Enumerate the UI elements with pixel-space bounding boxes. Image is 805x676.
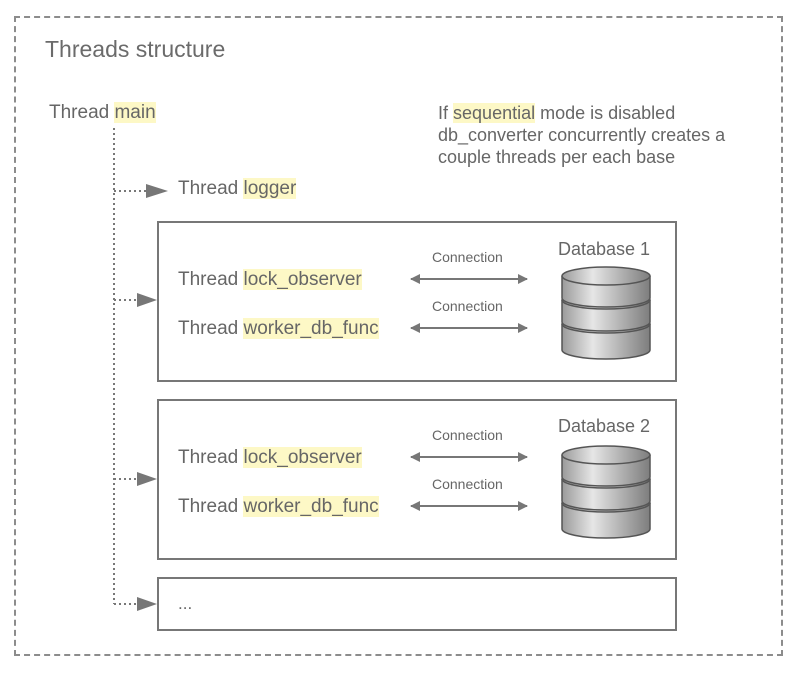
note-line-1: If sequential mode is disabled — [438, 102, 725, 124]
note-line-3: couple threads per each base — [438, 147, 676, 167]
thread-prefix: Thread — [178, 496, 239, 517]
thread-name-worker-db-func: worker_db_func — [243, 318, 379, 339]
thread-name-logger: logger — [243, 178, 297, 199]
thread-worker-db-func-2: Thread worker_db_func — [178, 496, 379, 518]
connection-arrows — [410, 274, 528, 511]
more-groups-box — [157, 577, 677, 631]
threads-structure-frame — [14, 16, 783, 656]
connection-label: Connection — [432, 476, 503, 492]
thread-logger-label: Thread logger — [178, 178, 297, 200]
thread-main-label: Thread main — [49, 102, 156, 124]
connection-label: Connection — [432, 427, 503, 443]
note-prefix: If — [438, 103, 449, 123]
thread-prefix: Thread — [49, 102, 110, 123]
note-suffix: mode is disabled — [540, 103, 676, 123]
database-1-icon — [561, 266, 651, 360]
note-highlight-sequential: sequential — [453, 103, 536, 123]
thread-lock-observer-2: Thread lock_observer — [178, 447, 362, 469]
connection-label: Connection — [432, 249, 503, 265]
database-1-title: Database 1 — [558, 239, 651, 259]
thread-name-lock-observer: lock_observer — [243, 447, 362, 468]
spawn-arrows — [114, 190, 146, 605]
note-line-2: db_converter concurrently creates a — [438, 125, 726, 145]
thread-prefix: Thread — [178, 178, 239, 199]
thread-name-lock-observer: lock_observer — [243, 269, 362, 290]
sequential-mode-note: If sequential mode is disabled db_conver… — [438, 102, 725, 168]
more-ellipsis: ... — [178, 594, 193, 613]
spawn-arrowheads — [137, 184, 168, 611]
thread-lock-observer-1: Thread lock_observer — [178, 269, 362, 291]
thread-prefix: Thread — [178, 318, 239, 339]
thread-worker-db-func-1: Thread worker_db_func — [178, 318, 379, 340]
database-2-title: Database 2 — [558, 416, 651, 436]
thread-name-worker-db-func: worker_db_func — [243, 496, 379, 517]
thread-name-main: main — [114, 102, 156, 123]
thread-prefix: Thread — [178, 269, 239, 290]
database-2-icon — [561, 445, 651, 539]
connection-label: Connection — [432, 298, 503, 314]
thread-prefix: Thread — [178, 447, 239, 468]
diagram-title: Threads structure — [45, 36, 226, 62]
